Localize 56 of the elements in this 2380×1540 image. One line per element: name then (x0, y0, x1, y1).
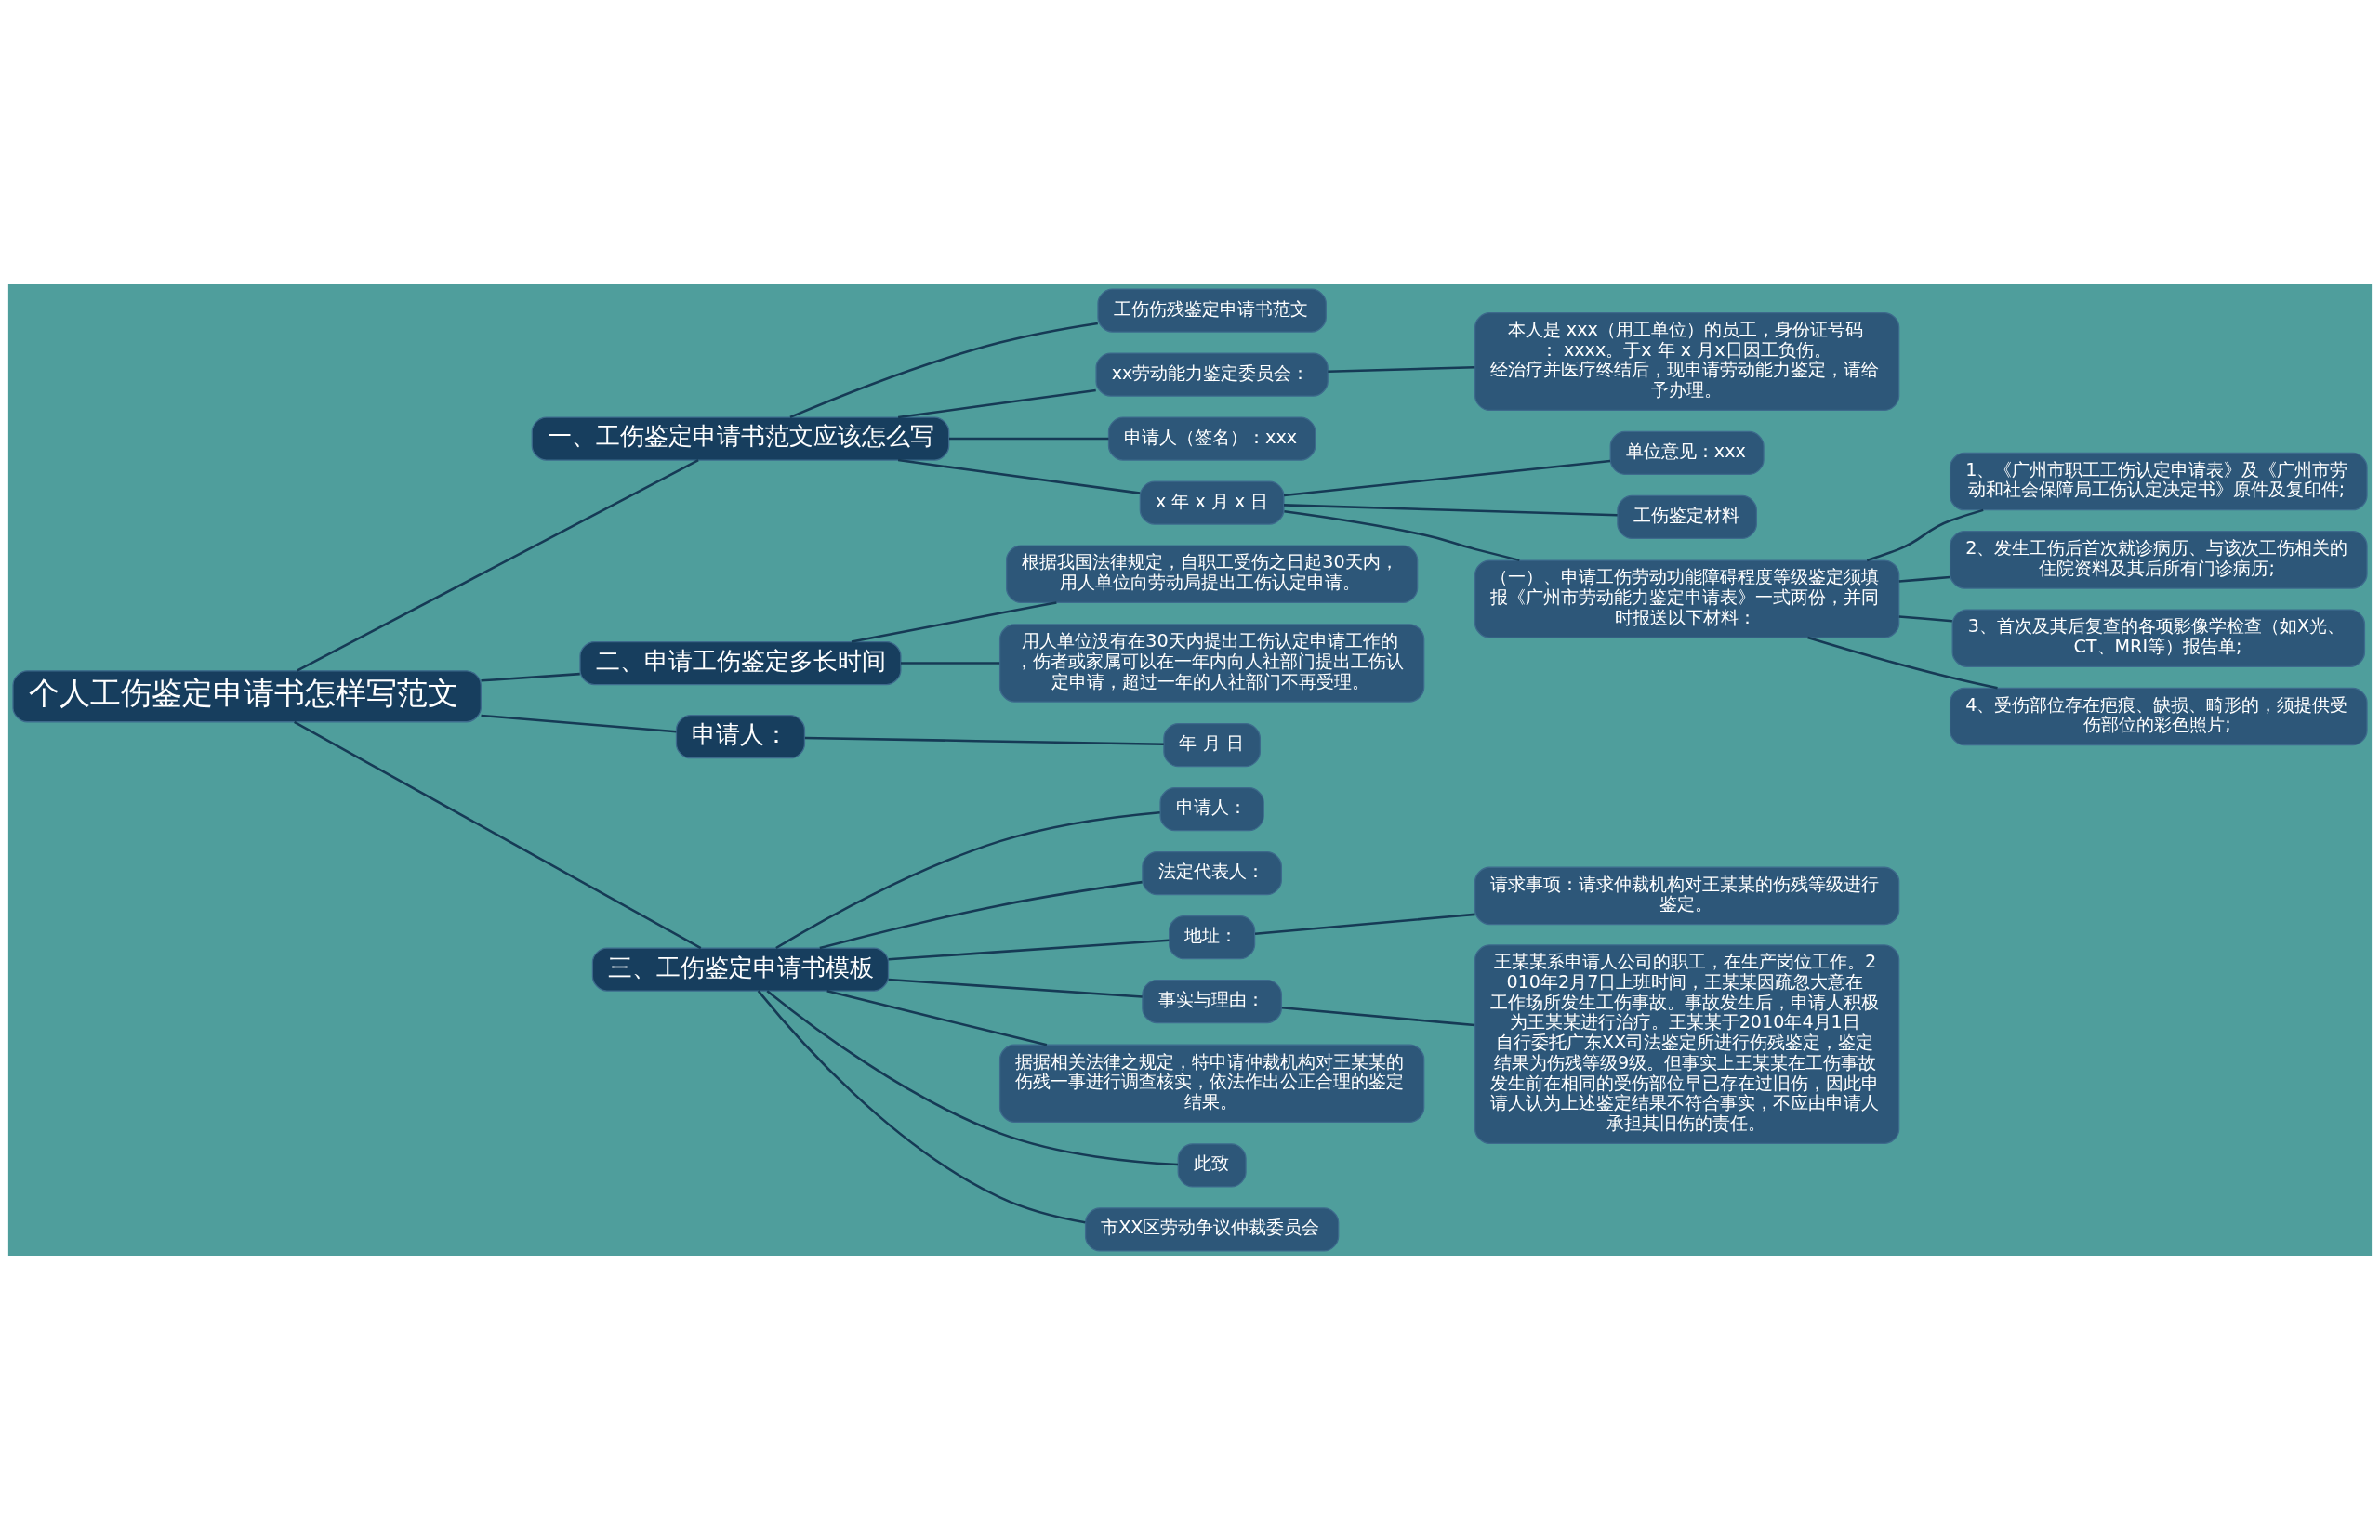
connector (481, 714, 677, 733)
connector (819, 880, 1143, 950)
node-box: 工伤鉴定材料 (1617, 494, 1757, 540)
connector (757, 990, 1086, 1224)
node-box: 市XX区劳动争议仲裁委员会 (1084, 1207, 1340, 1252)
connector (804, 736, 1164, 746)
node-box: 地址： (1169, 915, 1256, 960)
node-box: 单位意见：xxx (1609, 430, 1765, 476)
connector (1328, 366, 1475, 373)
node-box: （一）、申请工伤劳动功能障碍程度等级鉴定须填报《广州市劳动能力鉴定申请表》一式两份，并同时报送以下材料： (1474, 559, 1900, 638)
node-box: 2、发生工伤后首次就诊病历、与该次工伤相关的住院资料及其后所有门诊病历; (1949, 531, 2368, 589)
node-box: 三、工伤鉴定申请书模板 (591, 947, 890, 992)
connector (1807, 636, 1998, 690)
connector (1254, 913, 1475, 935)
node-box: 申请人（签名）：xxx (1107, 416, 1316, 461)
node-box: x 年 x 月 x 日 (1139, 480, 1285, 525)
node-box: 王某某系申请人公司的职工，在生产岗位工作。2010年2月7日上班时间，王某某因疏忽大意在工作场所发生工伤事故。事故发生后，申请人积极为王某某进行治疗。王某某于2010年4月1日自行委托广东XX司法鉴定所进行伤残鉴定，鉴定结果为伤残等级9级。但事实上王某某在工伤事故发生前在相同的受伤部位早已存在过旧伤，因此申请人认为上述鉴定结果不符合事实，不应由申请人承担其旧伤的责任。 (1474, 944, 1900, 1144)
connector (1284, 504, 1618, 517)
connector (789, 322, 1098, 419)
connector (1281, 1007, 1475, 1027)
node-box: 1、《广州市职工工伤认定申请表》及《广州市劳动和社会保障局工伤认定决定书》原件及复印件; (1949, 452, 2368, 511)
connector (826, 989, 1048, 1046)
node-box: 个人工伤鉴定申请书怎样写范文 (12, 670, 482, 723)
node-box: 4、受伤部位存在疤痕、缺损、畸形的，须提供受伤部位的彩色照片; (1949, 687, 2368, 746)
connector (1283, 459, 1611, 497)
connector (897, 458, 1141, 494)
node-box: 本人是 xxx（用工单位）的员工，身份证号码： xxxx。于x 年 x 月x日因工负伤。经治疗并医疗终结后，现申请劳动能力鉴定，请给予办理。 (1474, 312, 1900, 412)
connector (481, 672, 580, 682)
connector (294, 720, 702, 950)
connector (900, 662, 1000, 665)
connector (766, 990, 1179, 1166)
node-box: 用人单位没有在30天内提出工伤认定申请工作的，伤者或家属可以在一年内向人社部门提出工伤认定申请，超过一年的人社部门不再受理。 (998, 624, 1425, 703)
connector (1284, 510, 1520, 562)
node-box: 法定代表人： (1142, 851, 1282, 896)
node-box: xx劳动能力鉴定委员会： (1095, 352, 1329, 397)
node-box: 据据相关法律之规定，特申请仲裁机构对王某某的伤残一事进行调查核实，依法作出公正合理的鉴定结果。 (998, 1044, 1425, 1123)
node-box: 申请人： (675, 715, 806, 759)
connector (897, 388, 1096, 419)
node-box: 一、工伤鉴定申请书范文应该怎么写 (531, 416, 950, 461)
node-box: 事实与理由： (1142, 979, 1282, 1024)
connector (1898, 615, 1952, 623)
node-box: 二、申请工伤鉴定多长时间 (579, 640, 902, 686)
node-box: 此致 (1177, 1143, 1247, 1188)
node-box: 请求事项：请求仲裁机构对王某某的伤残等级进行鉴定。 (1474, 866, 1900, 926)
node-box: 工伤伤残鉴定申请书范文 (1097, 288, 1327, 333)
connector (948, 437, 1109, 441)
node-box: 3、首次及其后复查的各项影像学检查（如X光、CT、MRI等）报告单; (1951, 609, 2366, 667)
connector (888, 939, 1170, 961)
connector (775, 810, 1160, 950)
connector (888, 978, 1143, 998)
connector (1898, 575, 1950, 583)
node-box: 年 月 日 (1163, 723, 1261, 768)
connector (296, 459, 699, 672)
node-box: 根据我国法律规定，自职工受伤之日起30天内，用人单位向劳动局提出工伤认定申请。 (1006, 545, 1419, 603)
node-box: 申请人： (1159, 787, 1264, 832)
connector (1866, 508, 1984, 562)
